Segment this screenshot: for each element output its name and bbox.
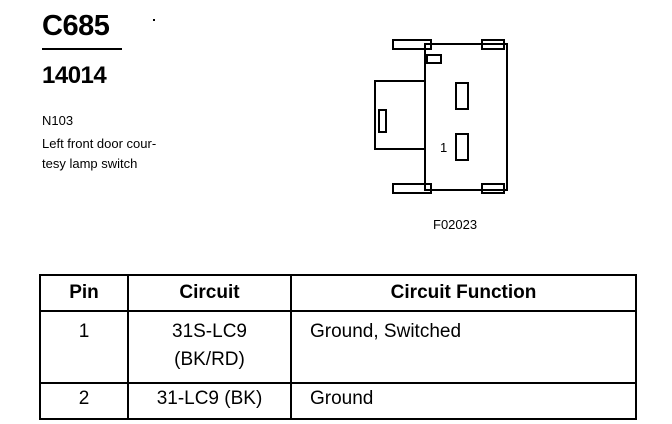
connector-id: C685 xyxy=(42,10,110,42)
table-row: 2 31-LC9 (BK) Ground xyxy=(39,382,637,420)
pin-callout-label: 1 xyxy=(440,140,447,155)
column-header-pin: Pin xyxy=(39,274,129,312)
cell-pin: 2 xyxy=(39,382,129,420)
side-latch-notch xyxy=(378,109,387,133)
top-right-tab xyxy=(481,39,505,50)
table-header-row: Pin Circuit Circuit Function xyxy=(39,274,637,312)
cell-circuit: 31S-LC9 (BK/RD) xyxy=(127,310,292,384)
cell-function: Ground, Switched xyxy=(290,310,637,384)
connector-body xyxy=(424,43,508,191)
cell-function: Ground xyxy=(290,382,637,420)
side-latch xyxy=(374,80,426,150)
description-line: tesy lamp switch xyxy=(42,156,138,171)
circuit-line: 31-LC9 (BK) xyxy=(156,388,263,409)
circuit-line: 31S-LC9 xyxy=(172,321,247,342)
connector-face-diagram: 1 xyxy=(374,39,508,194)
pin-table: Pin Circuit Circuit Function 1 31S-LC9 (… xyxy=(39,274,637,420)
top-inner-tab xyxy=(426,54,442,64)
part-number: 14014 xyxy=(42,62,107,89)
bottom-left-tab xyxy=(392,183,432,194)
location-code: N103 xyxy=(42,113,74,128)
bottom-right-tab xyxy=(481,183,505,194)
pin-cavity-1 xyxy=(455,133,469,161)
connector-id-underline xyxy=(42,48,122,50)
figure-code: F02023 xyxy=(433,217,478,232)
cell-circuit: 31-LC9 (BK) xyxy=(127,382,292,420)
connector-description: Left front door cour- tesy lamp switch xyxy=(42,134,202,174)
circuit-line: (BK/RD) xyxy=(174,349,245,370)
cell-pin: 1 xyxy=(39,310,129,384)
pin-cavity-2 xyxy=(455,82,469,110)
description-line: Left front door cour- xyxy=(42,136,157,151)
stray-mark xyxy=(153,19,155,21)
column-header-circuit: Circuit xyxy=(127,274,292,312)
table-row: 1 31S-LC9 (BK/RD) Ground, Switched xyxy=(39,310,637,384)
column-header-function: Circuit Function xyxy=(290,274,637,312)
top-left-tab xyxy=(392,39,432,50)
